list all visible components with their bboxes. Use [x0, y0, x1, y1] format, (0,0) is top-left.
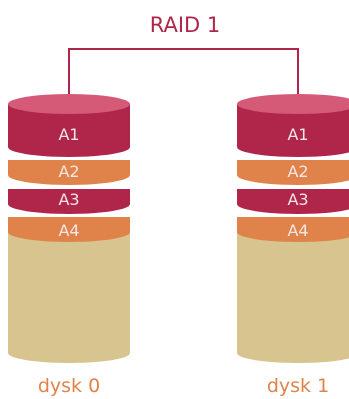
- disk-top: [8, 94, 130, 114]
- block-band: [8, 160, 130, 185]
- block-label: A2: [287, 162, 308, 181]
- block-band: [8, 217, 130, 242]
- disk-label: dysk 0: [38, 375, 100, 397]
- block-band: [237, 160, 349, 185]
- disk-0: A1 A2 A3 A4 dysk 0: [8, 94, 130, 397]
- connector-line: [68, 48, 299, 101]
- block-band: [8, 104, 130, 157]
- block-label: A1: [287, 125, 308, 144]
- disk-1: A1 A2 A3 A4 dysk 1: [237, 94, 349, 397]
- block-band: [237, 217, 349, 242]
- block-band: [237, 189, 349, 214]
- block-label: A4: [58, 221, 79, 240]
- disk-label: dysk 1: [267, 375, 329, 397]
- disk-top: [237, 94, 349, 114]
- block-label: A2: [58, 162, 79, 181]
- block-label: A1: [58, 125, 79, 144]
- disk-body: [237, 227, 349, 363]
- block-band: [237, 104, 349, 157]
- block-label: A3: [58, 190, 79, 209]
- diagram-title: RAID 1: [150, 13, 221, 37]
- block-label: A3: [287, 190, 308, 209]
- block-band: [8, 189, 130, 214]
- disk-body: [8, 227, 130, 363]
- block-label: A4: [287, 221, 308, 240]
